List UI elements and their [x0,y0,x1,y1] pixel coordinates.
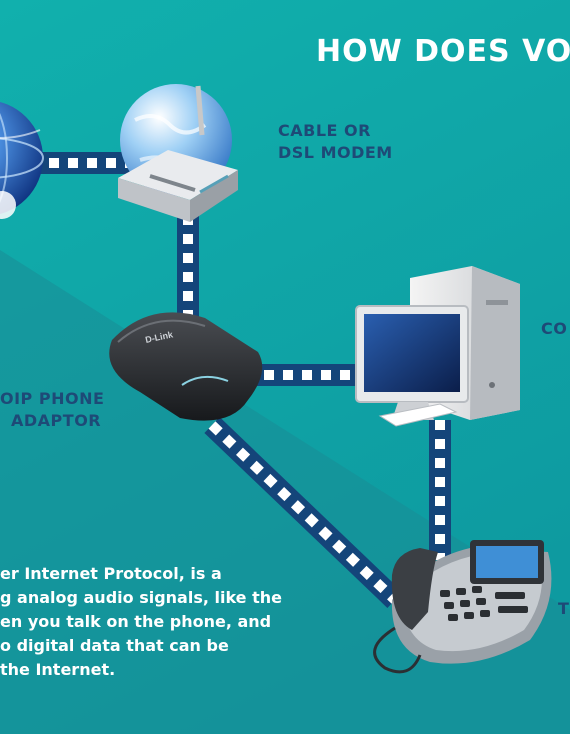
description-line-1: er Internet Protocol, is a [0,564,222,583]
internet-globe-icon [0,101,44,219]
voip-description: er Internet Protocol, is a g analog audi… [0,562,570,682]
cable-adaptor-to-phone [204,417,403,608]
description-line-3: en you talk on the phone, and [0,612,272,631]
modem-label-line1: CABLE OR [278,121,371,140]
modem-label: CABLE OR DSL MODEM [278,120,393,164]
computer-label: CO [541,319,568,338]
desk-phone-icon [373,540,552,674]
description-line-2: g analog audio signals, like the [0,588,282,607]
modem-label-line2: DSL MODEM [278,143,393,162]
description-line-4: o digital data that can be [0,636,229,655]
adaptor-label-line2: ADAPTOR [11,411,102,430]
adaptor-label-line1: OIP PHONE [0,389,105,408]
computer-icon [355,266,520,427]
modem-icon [118,84,238,222]
page-title: HOW DOES VO [316,34,570,69]
phone-label: T [558,599,570,618]
description-line-5: the Internet. [0,660,116,679]
voip-adaptor-icon: D-Link [109,312,263,421]
adaptor-label: OIP PHONE ADAPTOR [0,388,104,432]
